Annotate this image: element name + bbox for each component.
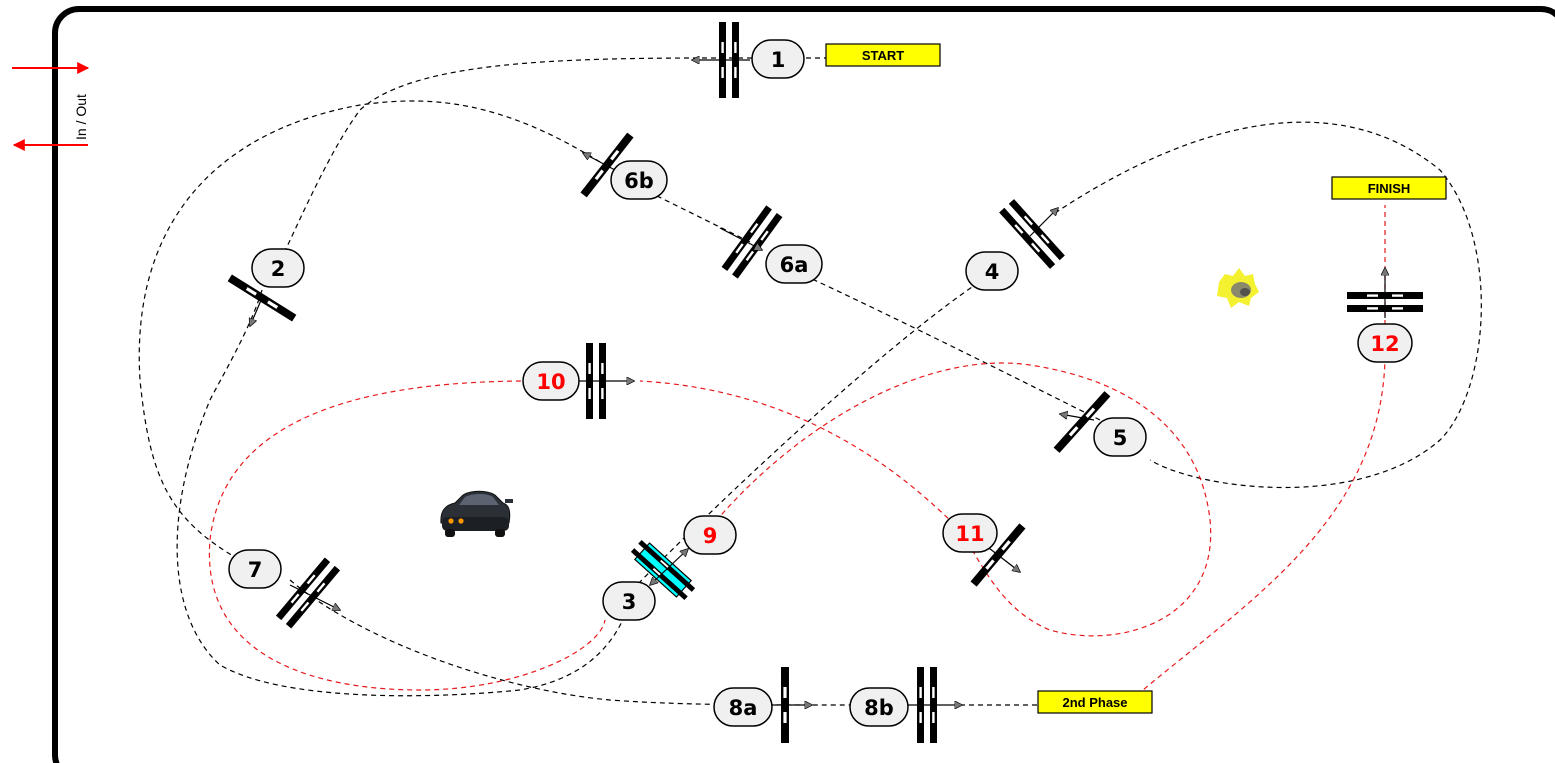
finish-label: FINISH [1331,176,1447,200]
svg-text:2: 2 [271,257,286,281]
phase2-label: 2nd Phase [1037,690,1153,714]
bubble-12: 12 [1357,323,1413,363]
bubble-2: 2 [251,248,305,288]
bubble-9: 9 [683,515,737,555]
start-label: START [806,43,941,67]
svg-text:5: 5 [1113,426,1128,450]
bubble-5: 5 [1093,417,1147,457]
bubble-11: 11 [942,513,998,553]
svg-text:11: 11 [955,522,984,546]
svg-text:START: START [862,48,904,63]
bubble-8b: 8b [849,687,909,727]
svg-text:FINISH: FINISH [1368,181,1411,196]
svg-text:10: 10 [536,370,565,394]
gate-6b [580,132,634,198]
gate-2 [227,274,297,326]
svg-text:12: 12 [1370,332,1399,356]
svg-text:1: 1 [771,48,786,72]
svg-text:6b: 6b [624,169,654,193]
phase1-path [138,57,1482,706]
svg-text:8b: 8b [864,696,894,720]
gate-11 [970,523,1026,587]
gate-5 [1053,391,1111,453]
bubble-4: 4 [965,251,1019,291]
car-icon [440,490,513,537]
gate-8b [905,667,962,743]
explosion-icon [1217,268,1259,308]
svg-text:8a: 8a [729,696,758,720]
svg-text:4: 4 [985,260,1000,284]
in-out-label: In / Out [73,94,89,140]
svg-text:3: 3 [622,590,637,614]
bubble-1: 1 [751,39,805,79]
gate-10 [575,343,634,419]
gate-3-arrow [650,549,688,585]
bubble-7: 7 [228,549,282,589]
bubble-6a: 6a [765,244,823,284]
course-boundary [52,6,1555,763]
bubble-8a: 8a [713,687,773,727]
gate-4 [999,199,1065,269]
gate-6a [719,205,783,279]
svg-text:6a: 6a [780,253,809,277]
bubble-3: 3 [602,581,656,621]
gate-7 [275,557,340,629]
svg-text:2nd Phase: 2nd Phase [1062,695,1127,710]
bubble-6b: 6b [610,160,668,200]
svg-text:9: 9 [703,524,718,548]
gate-1 [692,22,750,98]
svg-text:7: 7 [248,558,263,582]
gate-8a [770,667,812,743]
bubble-10: 10 [522,361,580,401]
